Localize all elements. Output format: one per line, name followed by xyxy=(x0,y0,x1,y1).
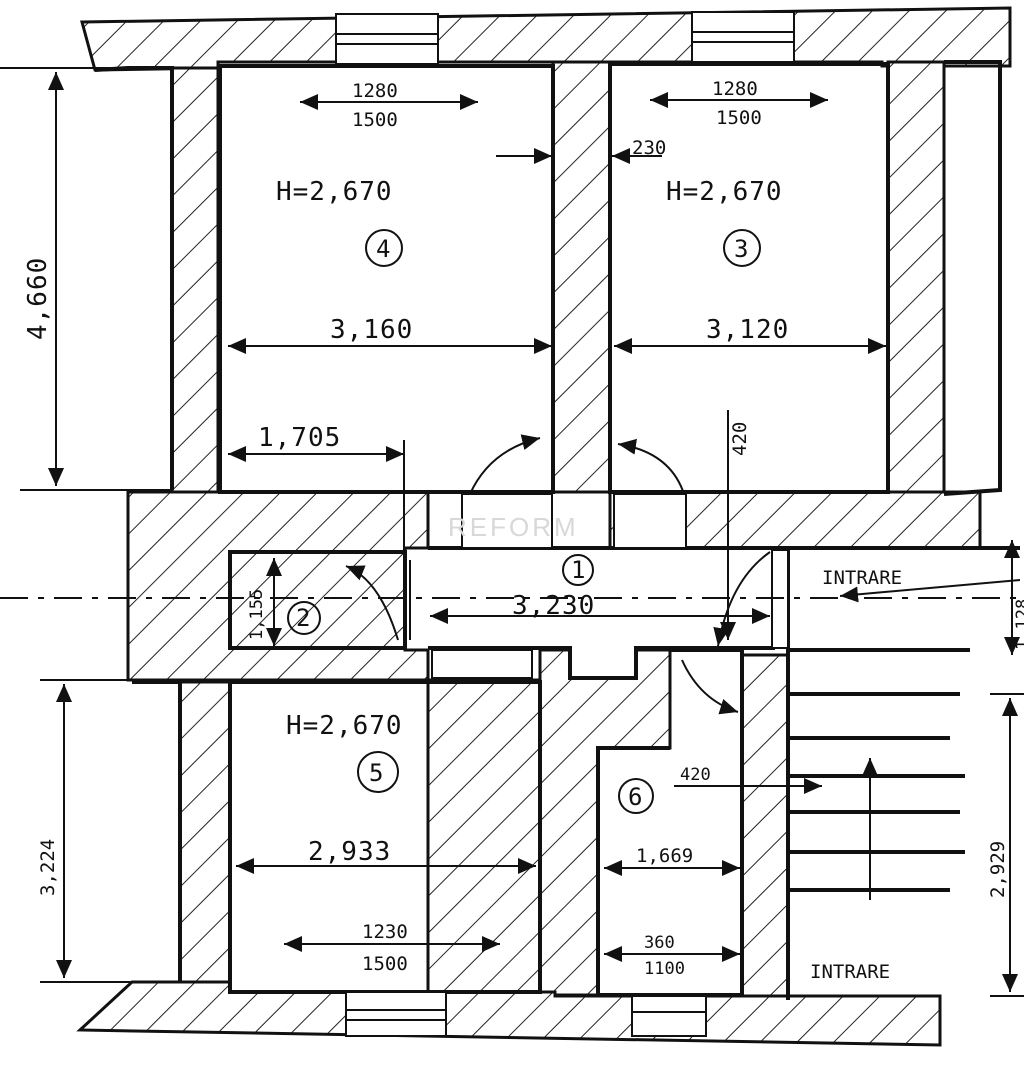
room-2-outline xyxy=(228,550,407,650)
dim-hall-right: 1,128 xyxy=(1013,599,1024,650)
dim-win4-top: 1280 xyxy=(352,80,398,102)
wall-below-hall xyxy=(426,646,557,997)
window-room-3 xyxy=(691,11,795,63)
room-number-circles xyxy=(287,229,761,814)
stairs xyxy=(790,648,970,900)
dim-room4-width: 3,160 xyxy=(330,315,413,345)
circle-room-6 xyxy=(618,778,654,814)
labels: REFORM 4 H=2,670 3 H=2,670 1 2 5 H=2,670… xyxy=(23,78,1024,983)
circle-room-2 xyxy=(287,601,321,635)
door-room-4 xyxy=(461,493,553,549)
room-4-outline xyxy=(218,64,555,494)
dim-win3-top: 1280 xyxy=(712,78,758,100)
door-room-3 xyxy=(613,493,687,549)
room-6-number: 6 xyxy=(628,783,642,811)
dim-room5-width: 2,933 xyxy=(308,837,391,867)
dim-room3-width: 3,120 xyxy=(706,315,789,345)
window-room-6 xyxy=(631,995,707,1037)
windows xyxy=(335,11,795,1037)
circle-room-1 xyxy=(562,554,594,586)
room-5-height: H=2,670 xyxy=(286,711,403,741)
dimension-lines xyxy=(0,67,1024,997)
dim-left-bottom: 3,224 xyxy=(37,839,59,896)
room-3-height: H=2,670 xyxy=(666,177,783,207)
wall-left-lower xyxy=(178,680,232,984)
dim-room2: 1,155 xyxy=(247,589,267,640)
dim-win6-top: 360 xyxy=(644,933,675,953)
dim-door-420: 420 xyxy=(729,422,751,456)
room-4-height: H=2,670 xyxy=(276,177,393,207)
wall-top xyxy=(80,6,1012,72)
dim-win5-top: 1230 xyxy=(362,921,408,943)
room-5-number: 5 xyxy=(369,759,383,787)
wall-partition-34 xyxy=(551,60,612,494)
window-room-5 xyxy=(345,991,447,1037)
dim-right-bottom: 2,929 xyxy=(987,841,1009,898)
dim-win3-bot: 1500 xyxy=(716,107,762,129)
wall-mid-left xyxy=(126,490,430,682)
watermark: REFORM xyxy=(448,512,579,542)
wall-room6-right xyxy=(740,653,790,1002)
room-3-outline xyxy=(608,62,890,494)
outer-left-lower xyxy=(132,680,182,982)
room-1-number: 1 xyxy=(571,556,585,584)
circle-room-3 xyxy=(723,229,761,267)
dim-room6-width: 1,669 xyxy=(636,845,693,867)
dim-win6-bot: 1100 xyxy=(644,959,685,979)
room-1-outline-bottom xyxy=(428,646,775,680)
entrance-top-label: INTRARE xyxy=(822,567,902,589)
outer-left-upper xyxy=(94,66,174,490)
dim-win5-bot: 1500 xyxy=(362,953,408,975)
door-room-5 xyxy=(431,649,533,679)
room-3-number: 3 xyxy=(734,235,748,263)
room-2-number: 2 xyxy=(296,604,310,632)
dim-win4-bot: 1500 xyxy=(352,109,398,131)
circle-room-5 xyxy=(357,751,399,793)
window-room-4 xyxy=(335,13,439,65)
outer-right-upper xyxy=(943,60,1002,496)
dim-room4-door: 1,705 xyxy=(258,423,341,453)
dim-left-top: 4,660 xyxy=(23,257,53,340)
dim-wall-230: 230 xyxy=(632,137,666,159)
dim-hall: 3,230 xyxy=(512,591,595,621)
doors xyxy=(345,434,789,715)
wall-right-upper xyxy=(886,60,946,496)
wall-left-upper xyxy=(170,66,220,494)
room-4-number: 4 xyxy=(376,235,390,263)
circle-room-4 xyxy=(365,229,403,267)
dim-room6-420: 420 xyxy=(680,765,711,785)
entrance-bottom-label: INTRARE xyxy=(810,961,890,983)
